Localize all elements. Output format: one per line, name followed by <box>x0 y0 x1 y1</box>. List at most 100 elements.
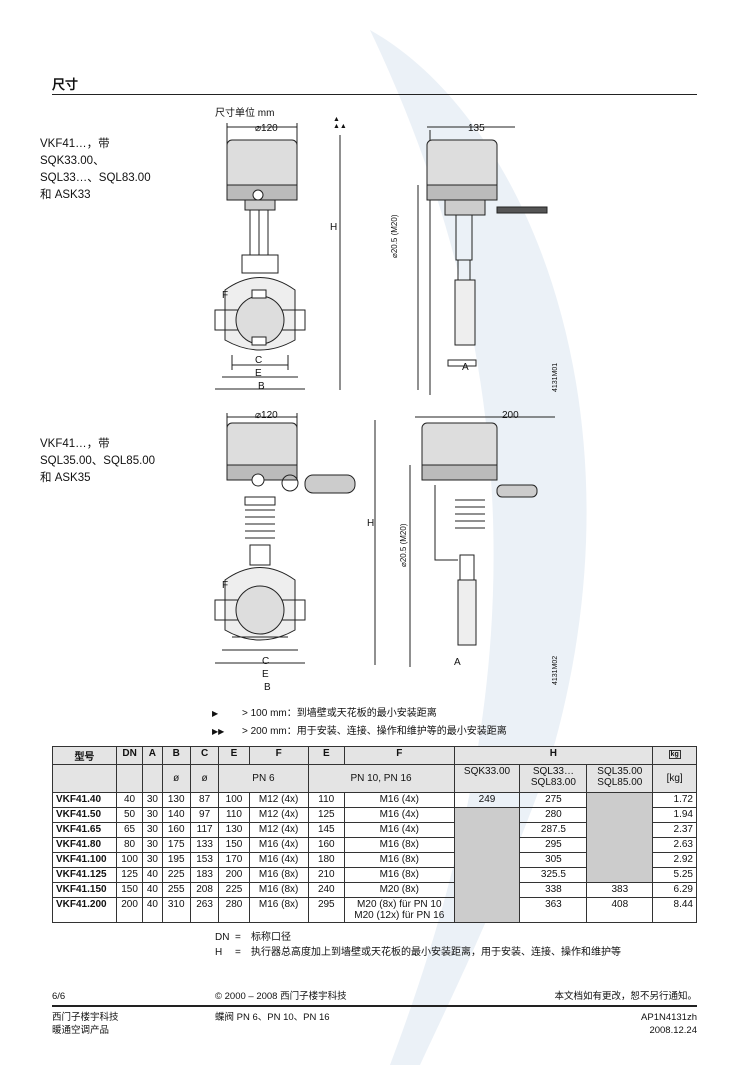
cell-type: VKF41.40 <box>52 792 117 808</box>
cell-e2: 295 <box>307 897 346 923</box>
cell-type: VKF41.50 <box>52 807 117 823</box>
cell-sql35 <box>586 792 654 883</box>
cell-sql33: 325.5 <box>519 867 588 883</box>
disclaimer: 本文档如有更改，恕不另行通知。 <box>554 991 697 1002</box>
copyright: © 2000 – 2008 西门子楼宇科技 <box>215 991 347 1002</box>
cell-type: VKF41.150 <box>52 882 117 898</box>
cell-type: VKF41.100 <box>52 852 117 868</box>
cell-c: 208 <box>189 882 220 898</box>
diagram1-label: VKF41…，带 SQK33.00、 SQL33…、SQL83.00 和 ASK… <box>40 136 151 204</box>
cell-a: 30 <box>142 792 163 808</box>
drawing-code: 4131M02 <box>552 655 559 685</box>
sub-kg: [kg] <box>652 764 697 793</box>
col-e2: E <box>307 746 346 765</box>
dim-e: E <box>255 368 262 379</box>
note-dn: DN = 标称口径 <box>215 930 291 945</box>
label-line: VKF41…，带 <box>40 438 110 450</box>
cell-e: 280 <box>218 897 250 923</box>
cell-e: 170 <box>218 852 250 868</box>
drawing-code: 4131M01 <box>552 362 559 392</box>
blank <box>142 764 163 793</box>
cell-type: VKF41.200 <box>52 897 117 923</box>
dim-b: B <box>258 381 265 392</box>
cell-f2: M20 (8x) für PN 10 M20 (12x) für PN 16 <box>344 897 455 923</box>
cell-e: 130 <box>218 822 250 838</box>
label-line: 和 ASK35 <box>40 472 91 484</box>
cell-kg: 2.63 <box>652 837 697 853</box>
cell-e2: 240 <box>307 882 346 898</box>
company: 西门子楼宇科技 <box>52 1012 119 1023</box>
cell-a: 30 <box>142 852 163 868</box>
cell-a: 40 <box>142 897 163 923</box>
cell-c: 97 <box>189 807 220 823</box>
legend-text: > 200 mm：用于安装、连接、操作和维护等的最小安装距离 <box>242 726 507 737</box>
cell-e2: 110 <box>307 792 346 808</box>
cell-dn: 80 <box>115 837 144 853</box>
cell-sql35: 408 <box>586 897 654 923</box>
dim-stem: ⌀20.5 (M20) <box>390 214 399 259</box>
cell-dn: 125 <box>115 867 144 883</box>
sub-sqk: SQK33.00 <box>453 764 521 793</box>
blank <box>115 764 144 793</box>
cell-kg: 2.37 <box>652 822 697 838</box>
note-text: 标称口径 <box>251 932 291 943</box>
dim-h: H <box>367 518 375 529</box>
dimensions-table: 型号 DN A B C E F E F H kg ø ø PN 6 PN 10,… <box>52 746 697 923</box>
cell-f: M12 (4x) <box>248 792 309 808</box>
cell-dn: 65 <box>115 822 144 838</box>
note-key: DN <box>215 932 230 943</box>
note-h: H=执行器总高度加上到墙壁或天花板的最小安装距离，用于安装、连接、操作和维护等 <box>215 945 621 960</box>
sub-pn6: PN 6 <box>218 764 309 793</box>
cell-b: 175 <box>161 837 191 853</box>
dim-width-side: 135 <box>468 123 485 134</box>
note-eq: = <box>235 932 241 943</box>
dim-a: A <box>454 657 461 668</box>
cell-f2: M16 (8x) <box>344 837 455 853</box>
cell-f: M12 (4x) <box>248 822 309 838</box>
cell-sql33: 363 <box>519 897 588 923</box>
legend-item: ▶> 100 mm：到墙壁或天花板的最小安装距离 <box>212 704 437 719</box>
legend-item: ▶▶> 200 mm：用于安装、连接、操作和维护等的最小安装距离 <box>212 722 507 737</box>
table-subheader-row: ø ø PN 6 PN 10, PN 16 SQK33.00 SQL33… SQ… <box>52 764 697 793</box>
cell-b: 140 <box>161 807 191 823</box>
label-line: SQK33.00、 <box>40 155 105 167</box>
label-line: 和 ASK33 <box>40 189 91 201</box>
cell-a: 40 <box>142 867 163 883</box>
footer-company: 西门子楼宇科技暖通空调产品 <box>52 1011 119 1037</box>
valve-drawing-1 <box>214 123 548 395</box>
col-f: F <box>248 746 309 765</box>
dim-width-side: 200 <box>502 410 519 421</box>
doc-id: AP1N4131zh <box>641 1012 697 1023</box>
dim-h: H <box>330 222 338 233</box>
cell-b: 255 <box>161 882 191 898</box>
cell-e2: 145 <box>307 822 346 838</box>
cell-e: 225 <box>218 882 250 898</box>
cell-kg: 8.44 <box>652 897 697 923</box>
note-text: 执行器总高度加上到墙壁或天花板的最小安装距离，用于安装、连接、操作和维护等 <box>251 947 621 958</box>
col-b: B <box>161 746 191 765</box>
col-f2: F <box>344 746 455 765</box>
header-rule <box>52 94 697 95</box>
note-eq: = <box>235 947 241 958</box>
table-header-row: 型号 DN A B C E F E F H kg <box>52 746 697 765</box>
blank <box>52 764 117 793</box>
cell-f: M16 (8x) <box>248 897 309 923</box>
col-e: E <box>218 746 250 765</box>
cell-sql33: 280 <box>519 807 588 823</box>
cell-sql33: 305 <box>519 852 588 868</box>
valve-drawing-2 <box>214 413 555 667</box>
col-a: A <box>142 746 163 765</box>
cell-b: 225 <box>161 867 191 883</box>
unit-note: 尺寸单位 mm <box>215 108 275 119</box>
cell-f2: M16 (8x) <box>344 867 455 883</box>
cell-dn: 50 <box>115 807 144 823</box>
dim-c: C <box>262 656 270 667</box>
cell-b: 130 <box>161 792 191 808</box>
cell-e2: 125 <box>307 807 346 823</box>
cell-f: M16 (8x) <box>248 882 309 898</box>
cell-type: VKF41.125 <box>52 867 117 883</box>
cell-a: 40 <box>142 882 163 898</box>
sub-b: ø <box>161 764 191 793</box>
cell-f: M16 (4x) <box>248 852 309 868</box>
